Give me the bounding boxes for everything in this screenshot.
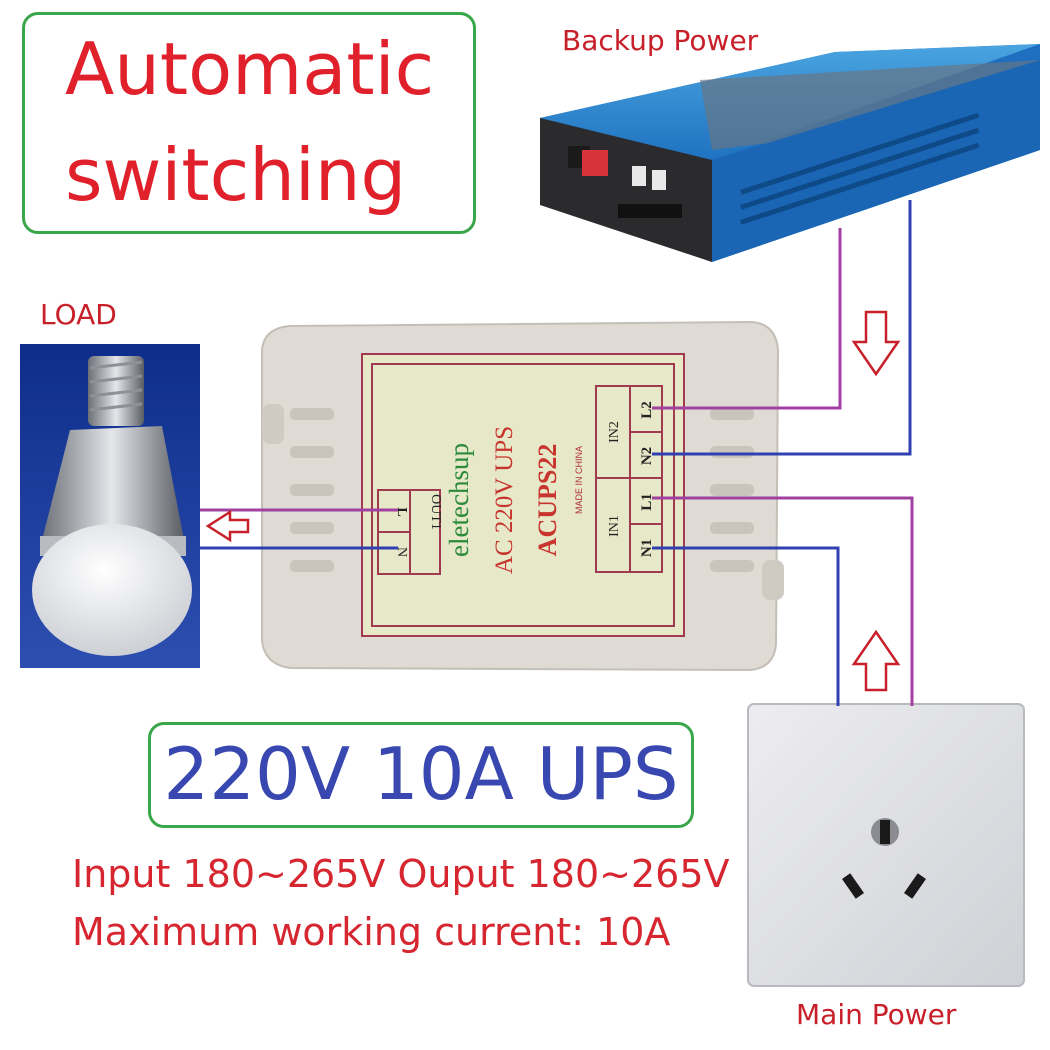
wire-main-live xyxy=(652,496,914,706)
module-brand: eletechsup xyxy=(444,443,474,557)
wire-backup-live xyxy=(652,228,842,410)
title-box: Automatic switching xyxy=(22,12,476,234)
bulb-image xyxy=(20,344,200,668)
load-label: LOAD xyxy=(40,298,117,331)
terminal-l1: L1 xyxy=(639,493,655,511)
wire-backup-neutral xyxy=(652,200,912,456)
arrow-down-icon xyxy=(851,310,901,377)
main-power-label: Main Power xyxy=(796,998,957,1031)
spec-headline-box: 220V 10A UPS xyxy=(148,722,694,828)
in1-label: IN1 xyxy=(607,515,622,537)
terminal-n2: N2 xyxy=(639,447,655,465)
title-line-1: Automatic xyxy=(65,27,435,111)
inverter-image xyxy=(540,44,1040,262)
title-line-2: switching xyxy=(65,133,407,217)
terminal-n1: N1 xyxy=(639,539,655,557)
out-label: OUT1 xyxy=(428,494,443,530)
terminal-out-n: N xyxy=(394,547,409,557)
wire-main-neutral xyxy=(652,546,840,706)
terminal-out-l: L xyxy=(394,507,409,516)
spec-line-1: Input 180~265V Ouput 180~265V xyxy=(72,852,730,896)
spec-headline: 220V 10A UPS xyxy=(163,732,679,816)
terminal-l2: L2 xyxy=(639,401,655,419)
wires xyxy=(200,200,914,706)
in2-label: IN2 xyxy=(607,421,622,443)
module-made-in: MADE IN CHINA xyxy=(574,446,584,514)
spec-line-2: Maximum working current: 10A xyxy=(72,910,671,954)
ups-module: eletechsup AC 220V UPS ACUPS22 MADE IN C… xyxy=(261,320,784,672)
socket-image xyxy=(747,703,1025,987)
arrow-left-icon xyxy=(205,509,250,543)
module-part-number: ACUPS22 xyxy=(533,444,562,557)
backup-power-label: Backup Power xyxy=(562,24,759,57)
arrow-up-icon xyxy=(851,629,901,692)
module-model-line: AC 220V UPS xyxy=(491,426,518,574)
